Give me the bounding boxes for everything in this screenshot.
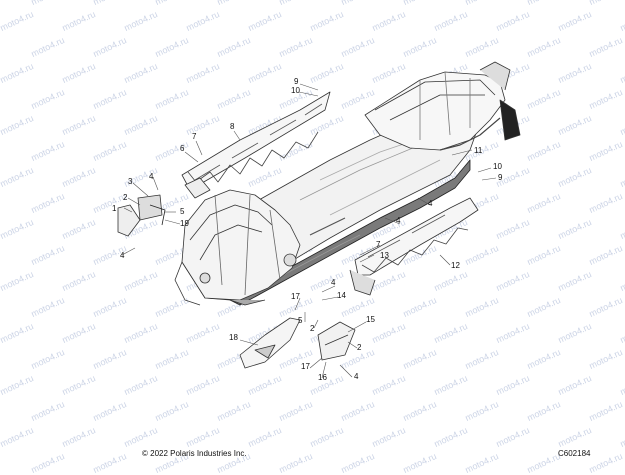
leader-lines (121, 83, 497, 379)
callout-number: 8 (230, 122, 235, 131)
lower-guards (239, 317, 356, 369)
callout-number: 4 (396, 216, 401, 225)
callout-number: 19 (180, 219, 189, 228)
rear-rail (364, 61, 521, 151)
callout-number: 15 (366, 315, 375, 324)
callout-number: 4 (331, 278, 336, 287)
callout-number: 16 (318, 373, 327, 382)
callout-number: 17 (291, 292, 300, 301)
callout-number: 9 (294, 77, 299, 86)
callout-number: 17 (301, 362, 310, 371)
callout-number: 7 (192, 132, 197, 141)
callout-number: 4 (354, 372, 359, 381)
callout-number: 2 (357, 343, 362, 352)
callout-number: 4 (428, 199, 433, 208)
callout-number: 4 (149, 172, 154, 181)
callout-number: 9 (498, 173, 503, 182)
callout-number: 4 (120, 251, 125, 260)
callout-number: 11 (474, 146, 483, 155)
callout-number: 3 (128, 177, 133, 186)
right-running-board (349, 197, 479, 296)
diagram-code: C602184 (558, 449, 591, 458)
callout-number: 1 (112, 204, 117, 213)
left-running-board (181, 91, 331, 191)
callout-number: 7 (376, 240, 381, 249)
callout-number: 10 (493, 162, 502, 171)
callout-number: 2 (123, 193, 128, 202)
callout-number: 5 (180, 207, 185, 216)
callout-number: 5 (298, 316, 303, 325)
callout-number: 6 (180, 144, 185, 153)
front-brackets (117, 177, 211, 237)
front-bulkhead (174, 189, 301, 306)
callout-number: 12 (451, 261, 460, 270)
callout-number: 2 (310, 324, 315, 333)
callout-number: 10 (291, 86, 300, 95)
copyright-text: © 2022 Polaris Industries Inc. (142, 449, 247, 458)
callout-number: 18 (229, 333, 238, 342)
callout-number: 14 (337, 291, 346, 300)
callout-number: 13 (380, 251, 389, 260)
